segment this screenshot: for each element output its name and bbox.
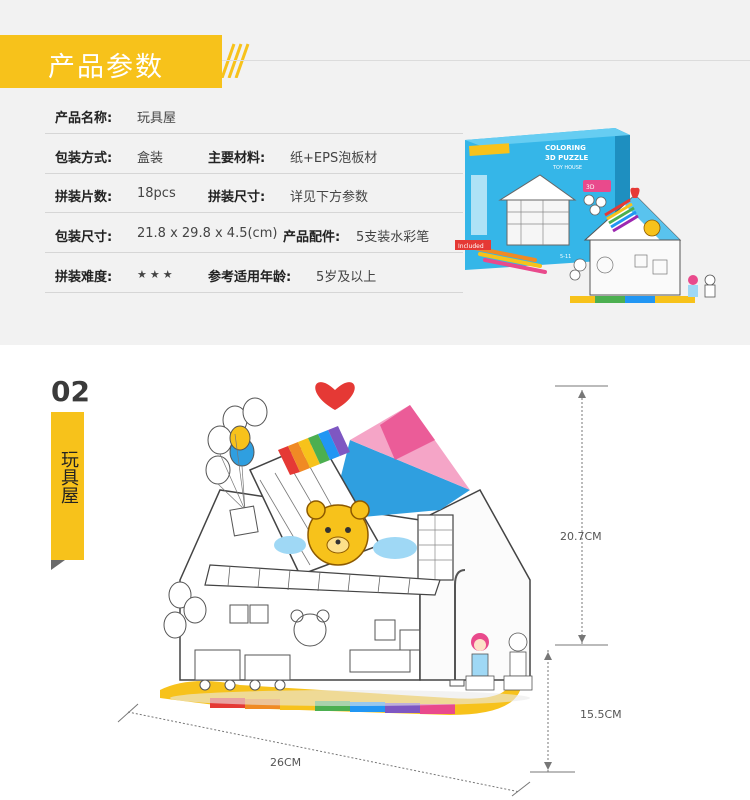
toy-house-illustration bbox=[160, 382, 533, 715]
box-title-line3: TOY HOUSE bbox=[552, 165, 582, 171]
age-value: 5岁及以上 bbox=[316, 270, 377, 285]
section-number: 02 bbox=[51, 375, 90, 408]
box-size-label: 包装尺寸: bbox=[55, 230, 113, 245]
row-divider bbox=[45, 133, 463, 134]
pieces-value: 18pcs bbox=[137, 186, 176, 201]
accessory-value: 5支装水彩笔 bbox=[356, 230, 430, 245]
assembled-size-value: 详见下方参数 bbox=[290, 190, 369, 205]
box-size-value: 21.8 x 29.8 x 4.5(cm) bbox=[137, 226, 278, 241]
section-banner: 产品参数 bbox=[0, 35, 222, 88]
width-label: 26CM bbox=[270, 756, 302, 769]
assembled-size-label: 拼装尺寸: bbox=[208, 190, 266, 205]
section-tag-text: 玩具屋 bbox=[58, 450, 79, 504]
height-side-label: 15.5CM bbox=[580, 708, 622, 721]
product-name-value: 玩具屋 bbox=[137, 111, 177, 126]
packaging-label: 包装方式: bbox=[55, 151, 113, 166]
row-divider bbox=[45, 173, 463, 174]
material-value: 纸+EPS泡板材 bbox=[290, 151, 378, 166]
difficulty-label: 拼装难度: bbox=[55, 270, 113, 285]
section-tag: 玩具屋 bbox=[51, 412, 84, 560]
packaging-value: 盒装 bbox=[137, 151, 164, 166]
accessory-label: 产品配件: bbox=[283, 230, 341, 245]
section-tag-tip bbox=[51, 560, 65, 570]
box-title-line2: 3D PUZZLE bbox=[545, 154, 589, 162]
product-box-image: COLORING 3D PUZZLE TOY HOUSE 3D Included… bbox=[455, 128, 716, 303]
difficulty-stars: ★★★ bbox=[137, 268, 176, 281]
row-divider bbox=[45, 252, 463, 253]
banner-stripes-decoration bbox=[220, 43, 250, 78]
age-range: 5-11 bbox=[560, 254, 571, 260]
box-3d-badge: 3D bbox=[586, 184, 595, 191]
banner-title: 产品参数 bbox=[48, 52, 164, 83]
product-parameters-panel: 产品参数 产品名称: 玩具屋 包装方式: 盒装 主要材料: 纸+EPS泡板材 拼… bbox=[0, 0, 750, 345]
included-badge: Included bbox=[458, 243, 484, 250]
product-name-label: 产品名称: bbox=[55, 111, 113, 126]
row-divider bbox=[45, 212, 463, 213]
banner-divider bbox=[222, 60, 750, 61]
box-title-line1: COLORING bbox=[545, 144, 586, 152]
row-divider bbox=[45, 292, 463, 293]
height-top-label: 20.7CM bbox=[560, 530, 602, 543]
pieces-label: 拼装片数: bbox=[55, 190, 113, 205]
age-label: 参考适用年龄: bbox=[208, 270, 292, 285]
material-label: 主要材料: bbox=[208, 151, 266, 166]
